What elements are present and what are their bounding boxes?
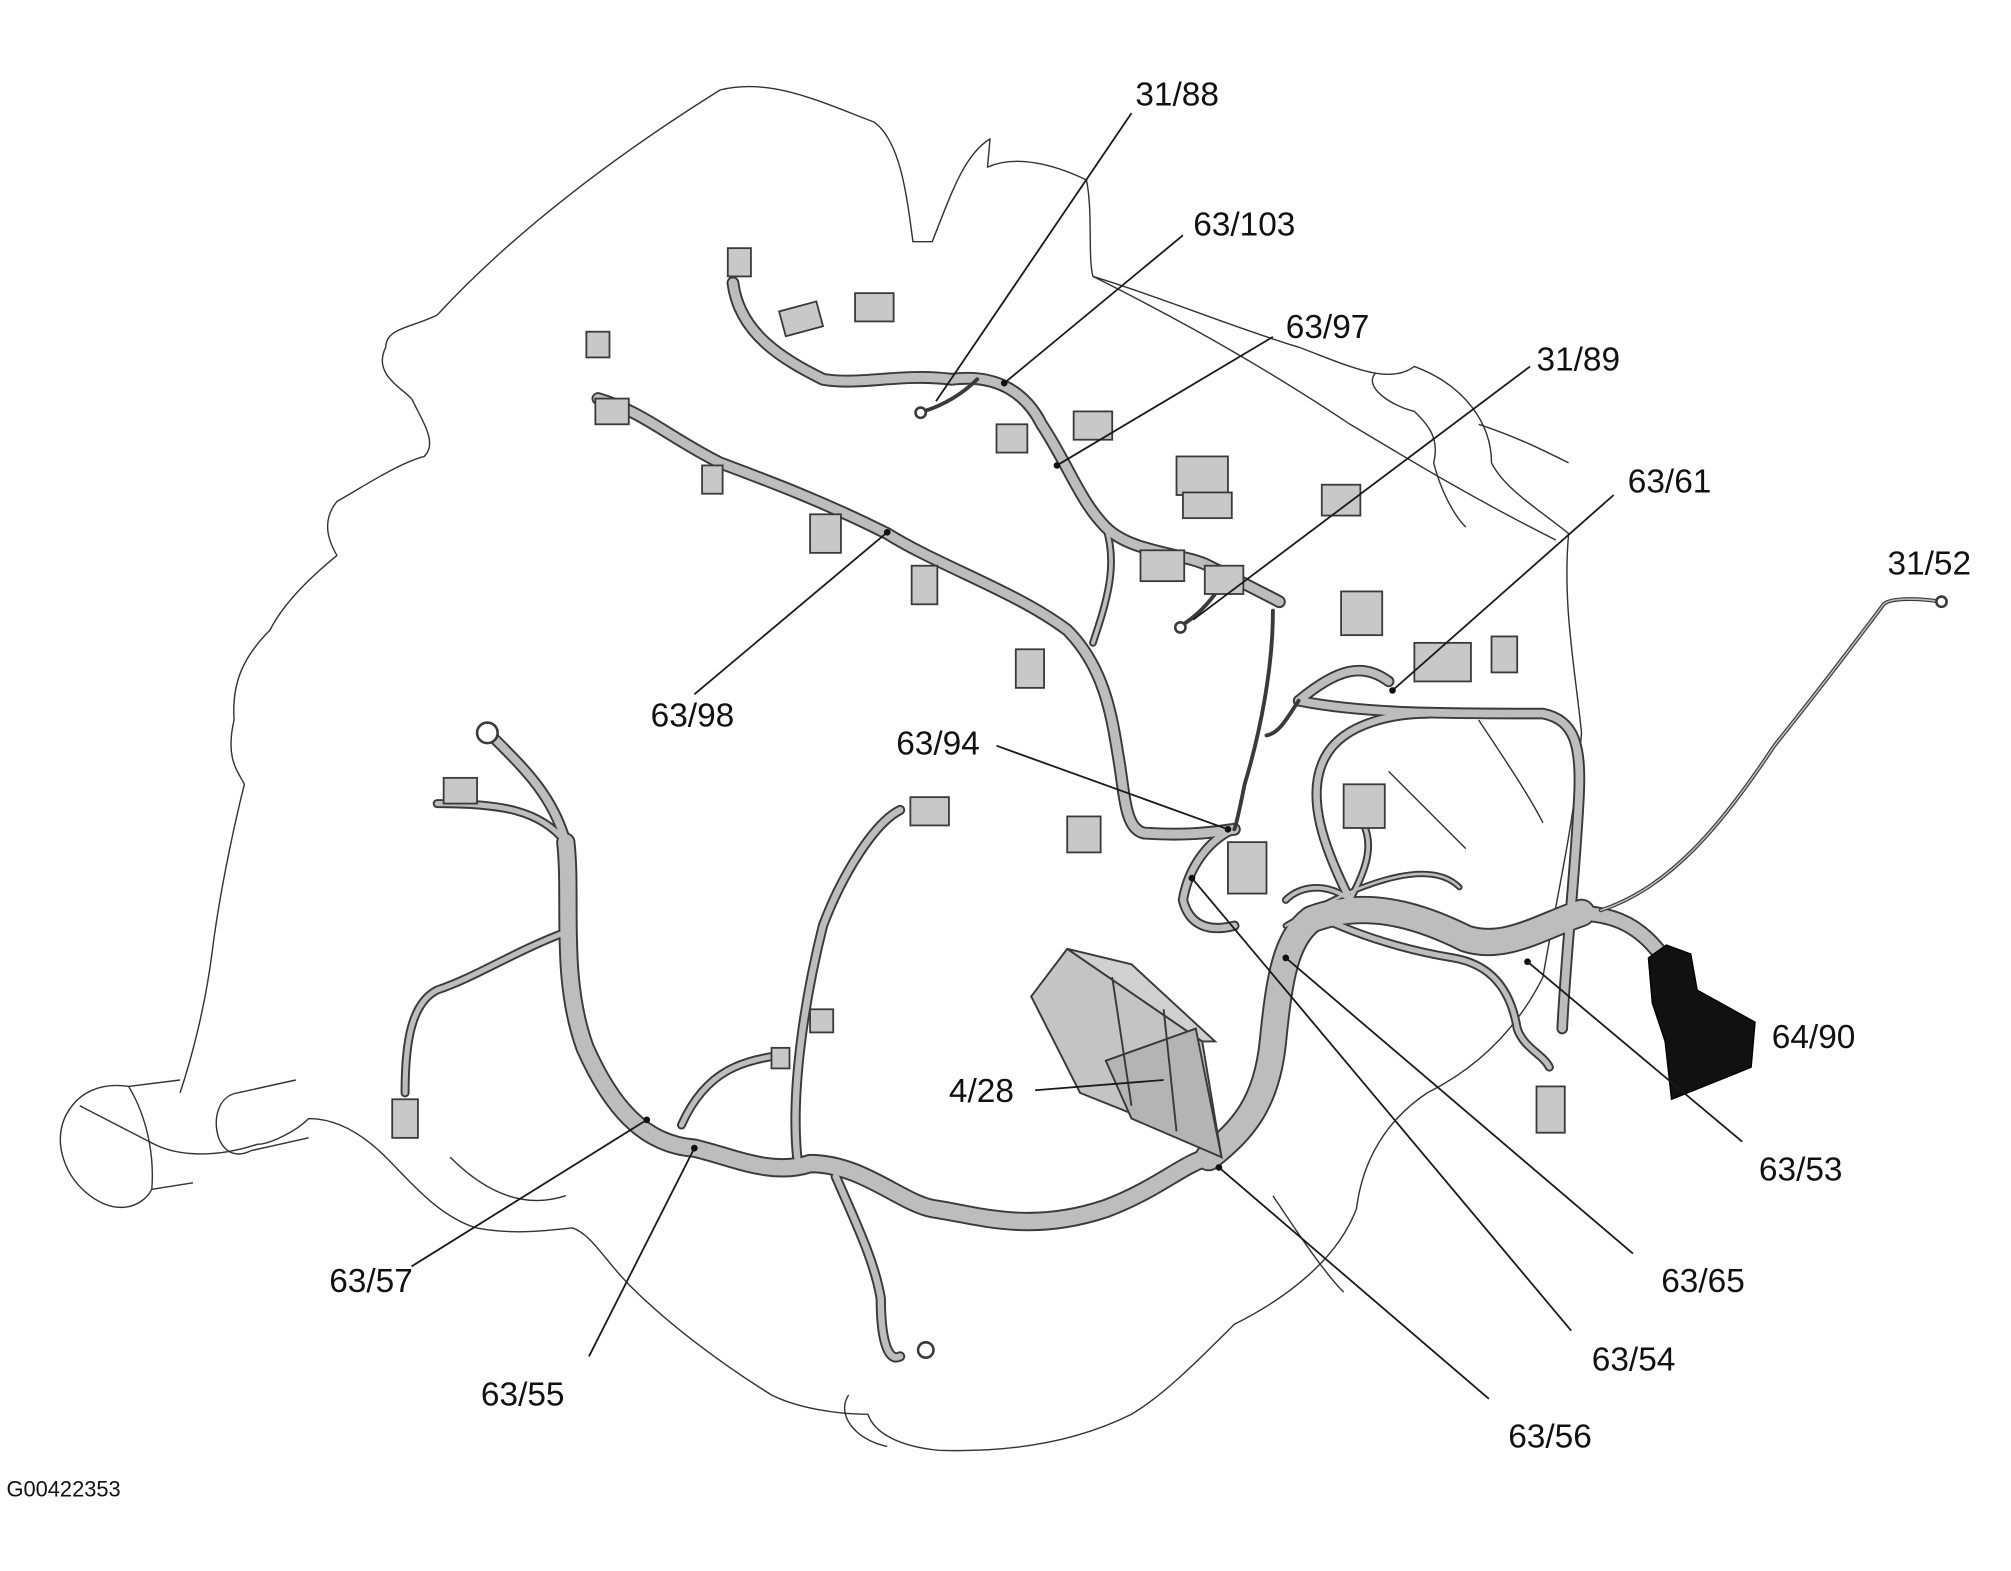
component-64-90	[1647, 944, 1756, 1101]
connector	[701, 464, 724, 495]
connector	[1490, 635, 1519, 674]
label-63-61: 63/61	[1628, 463, 1712, 500]
label-63-55: 63/55	[481, 1376, 565, 1413]
ring-terminals	[475, 406, 1948, 1359]
leader-63-57	[411, 1119, 648, 1268]
connector	[1175, 455, 1229, 496]
connector	[1535, 1085, 1566, 1134]
label-31-88: 31/88	[1135, 76, 1219, 113]
label-63-103: 63/103	[1193, 206, 1295, 243]
leader-4-28	[1034, 1079, 1164, 1092]
leader-lines	[411, 112, 1743, 1400]
connector	[1182, 491, 1233, 520]
figure-id: G00422353	[7, 1477, 121, 1502]
label-63-56: 63/56	[1508, 1419, 1592, 1456]
label-31-52: 31/52	[1888, 546, 1972, 583]
label-63-98: 63/98	[651, 697, 735, 734]
connector	[1014, 648, 1045, 689]
connector	[1203, 564, 1245, 595]
connector	[1066, 815, 1102, 854]
harness-outline	[400, 276, 1668, 1363]
harness-bundles	[400, 276, 1944, 1363]
connector	[1413, 641, 1472, 683]
label-31-89: 31/89	[1537, 341, 1621, 378]
callout-labels: 31/88 63/103 63/97 31/89 63/61 31/52 63/…	[329, 76, 1971, 1455]
connector	[726, 247, 752, 278]
connector	[1072, 410, 1114, 441]
connector	[1342, 783, 1386, 829]
leader-63-54	[1191, 877, 1572, 1332]
connector	[1227, 841, 1268, 895]
connector	[1320, 483, 1362, 517]
connector	[594, 397, 630, 426]
connector	[910, 564, 939, 606]
module-4-28	[1030, 947, 1223, 1159]
label-63-57: 63/57	[329, 1263, 413, 1300]
engine-outline	[59, 85, 1583, 1452]
label-63-97: 63/97	[1286, 309, 1370, 346]
harness-fill	[402, 278, 1666, 1361]
connector	[1340, 590, 1384, 637]
connector	[909, 796, 950, 827]
connector	[391, 1098, 419, 1139]
leader-63-53	[1526, 961, 1743, 1143]
label-4-28: 4/28	[949, 1073, 1014, 1110]
ring-terminal-upper-left	[475, 721, 499, 745]
connector	[442, 776, 478, 805]
leader-63-98	[693, 531, 888, 695]
leader-63-97	[1056, 336, 1274, 467]
label-64-90: 64/90	[1772, 1019, 1856, 1056]
connectors	[391, 247, 1566, 1139]
ring-terminal-31-52	[1935, 595, 1948, 609]
connector	[585, 330, 611, 359]
ring-terminal-31-89	[1173, 621, 1187, 634]
leader-63-56	[1218, 1166, 1490, 1400]
connector	[778, 300, 825, 338]
leader-63-65	[1285, 957, 1634, 1255]
label-63-53: 63/53	[1759, 1151, 1843, 1188]
reference-dots	[643, 379, 1531, 1171]
label-63-65: 63/65	[1661, 1263, 1745, 1300]
leader-63-55	[588, 1147, 696, 1357]
ring-terminal-31-88	[914, 406, 928, 420]
connector	[770, 1046, 791, 1070]
ring-terminal-bottom	[916, 1341, 935, 1359]
connector	[995, 423, 1029, 454]
leader-31-89	[1192, 365, 1531, 621]
connector	[809, 1008, 835, 1034]
leader-63-94	[996, 744, 1229, 831]
connector	[809, 513, 842, 554]
leader-63-103	[1003, 234, 1184, 384]
leader-63-61	[1391, 494, 1615, 692]
label-63-54: 63/54	[1592, 1342, 1676, 1379]
connector	[854, 292, 895, 323]
connector	[1139, 549, 1186, 583]
leader-31-88	[935, 112, 1133, 402]
label-63-94: 63/94	[896, 726, 980, 763]
